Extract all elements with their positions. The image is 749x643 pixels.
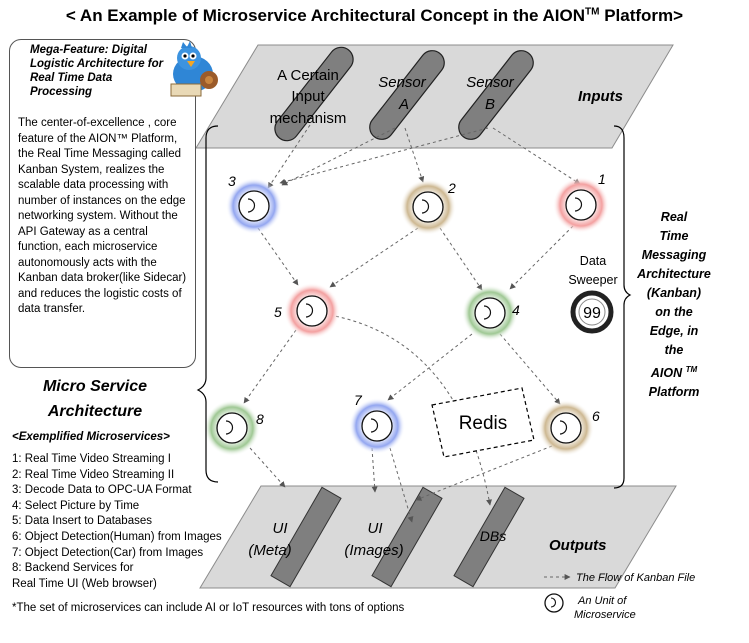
data-sweeper-label-2: Sweeper xyxy=(568,273,617,287)
legend-unit-label-1: An Unit of xyxy=(577,595,627,607)
microservice-3: 3 xyxy=(226,173,282,234)
sensor-b-pill xyxy=(458,50,534,140)
input-mechanism-label-3: mechanism xyxy=(270,110,347,127)
input-mechanism-label-1: A Certain xyxy=(277,67,339,84)
input-mechanism-pill xyxy=(274,46,354,142)
redis-box: Redis xyxy=(431,387,535,458)
outputs-label: Outputs xyxy=(549,537,607,554)
ui-images-label-2: (Images) xyxy=(344,542,403,559)
realtime-messaging-label: Real Time Messaging Architecture (Kanban… xyxy=(637,210,711,400)
microservice-6: 6 xyxy=(538,400,600,456)
flow-arrow xyxy=(371,447,378,493)
flow-arrow xyxy=(249,447,286,488)
ui-images-label-1: UI xyxy=(368,520,383,537)
redis-label: Redis xyxy=(459,413,508,434)
flow-arrow xyxy=(267,124,311,189)
list-item: 1: Real Time Video Streaming I xyxy=(12,453,171,465)
ui-meta-label-2: (Meta) xyxy=(248,542,291,559)
list-item: 2: Real Time Video Streaming II xyxy=(12,468,175,481)
microservice-1: 1 xyxy=(553,171,609,233)
flow-arrow xyxy=(509,225,574,290)
legend-flow-label: The Flow of Kanban File xyxy=(576,572,695,584)
footnote: *The set of microservices can include AI… xyxy=(12,602,405,614)
microservice-bracket xyxy=(196,125,219,483)
flow-arrow xyxy=(387,333,473,401)
input-plane xyxy=(195,44,674,149)
list-item: 7: Object Detection(Car) from Images xyxy=(12,546,204,559)
microservice-7-id: 7 xyxy=(354,392,363,408)
bird-mascot-icon xyxy=(170,41,218,97)
dbs-label: DBs xyxy=(480,528,506,544)
kanban-flow-arrows xyxy=(243,124,581,523)
realtime-bracket xyxy=(613,125,632,489)
microservice-2: 2 xyxy=(400,179,456,235)
microservice-5: 5 xyxy=(274,283,340,339)
flow-arrow xyxy=(329,314,492,506)
sensor-a-label-2: A xyxy=(398,96,409,113)
sensor-b-label-2: B xyxy=(485,96,495,113)
mega-feature-box xyxy=(9,39,196,368)
microservice-4-id: 4 xyxy=(512,302,520,318)
list-item: 5: Data Insert to Databases xyxy=(12,515,152,528)
microservice-7: 7 xyxy=(349,392,405,454)
flow-arrow xyxy=(439,227,483,291)
microservice-2-id: 2 xyxy=(447,180,456,196)
mega-feature-title: Mega-Feature: Digital Logistic Architect… xyxy=(30,44,164,98)
list-item: 8: Backend Services for xyxy=(12,562,134,575)
list-item: 4: Select Picture by Time xyxy=(12,499,140,512)
flow-arrow xyxy=(257,227,299,286)
list-item: 3: Decode Data to OPC-UA Format xyxy=(12,484,192,497)
sensor-b-label-1: Sensor xyxy=(466,74,515,91)
exemplified-microservices-list: 1: Real Time Video Streaming I 2: Real T… xyxy=(12,452,222,592)
dbs-bar xyxy=(453,486,525,588)
flow-arrow xyxy=(243,329,297,404)
input-mechanism-label-2: Input xyxy=(291,88,325,105)
microservice-5-id: 5 xyxy=(274,304,282,320)
exemplified-microservices-title: <Exemplified Microservices> xyxy=(12,431,170,443)
microservice-6-id: 6 xyxy=(592,408,600,424)
micro-service-architecture-title: Micro Service Architecture xyxy=(42,378,148,420)
data-sweeper-value: 99 xyxy=(583,305,601,322)
microservice-1-id: 1 xyxy=(598,171,606,187)
flow-arrow xyxy=(329,227,419,288)
flow-arrow xyxy=(415,445,553,501)
flow-arrow xyxy=(492,127,581,185)
microservice-8-id: 8 xyxy=(256,411,264,427)
microservice-4: 4 xyxy=(462,285,520,341)
inputs-label: Inputs xyxy=(578,88,623,105)
ui-meta-bar xyxy=(270,486,342,588)
list-item: Real Time UI (Web browser) xyxy=(12,577,157,590)
legend-unit-icon xyxy=(544,593,564,613)
sensor-a-pill xyxy=(369,50,445,140)
ui-meta-label-1: UI xyxy=(273,520,288,537)
diagram-title: < An Example of Microservice Architectur… xyxy=(65,6,684,25)
microservice-8: 8 xyxy=(204,400,264,456)
microservice-3-id: 3 xyxy=(228,173,236,189)
list-item: 6: Object Detection(Human) from Images xyxy=(12,530,222,543)
data-sweeper-badge: 99 xyxy=(570,290,614,334)
mega-feature-body: The center-of-excellence , core feature … xyxy=(18,117,187,315)
legend-unit-label-2: Microservice xyxy=(574,609,636,621)
data-sweeper-label-1: Data xyxy=(580,254,606,268)
ui-images-bar xyxy=(371,486,443,588)
sensor-a-label-1: Sensor xyxy=(378,74,427,91)
flow-arrow xyxy=(389,447,414,523)
